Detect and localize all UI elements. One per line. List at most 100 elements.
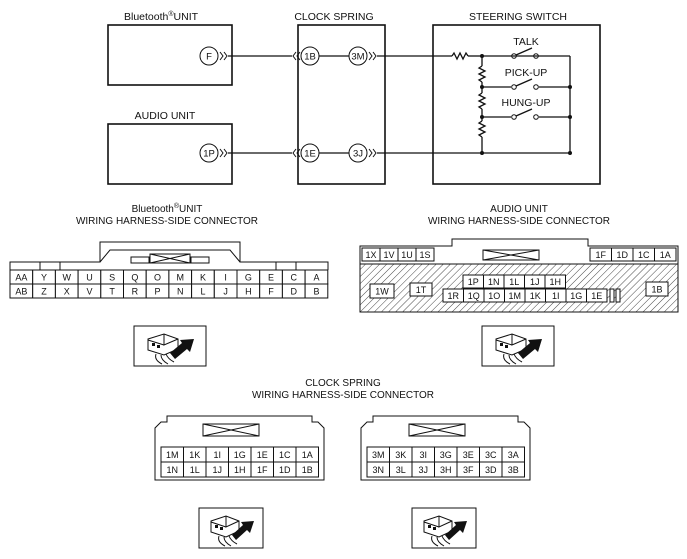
switch-pickup <box>515 78 533 87</box>
cs-pin-1b-cell <box>295 461 319 478</box>
bt-harness-icon <box>133 325 207 367</box>
au-pin-1j-label: 1J <box>530 277 540 287</box>
cs-connector-subtitle: WIRING HARNESS-SIDE CONNECTOR <box>252 390 434 401</box>
cs-left-harness-icon <box>198 507 264 549</box>
cs-pin-3e-label: 3E <box>463 450 474 460</box>
au-connector-subtitle: WIRING HARNESS-SIDE CONNECTOR <box>428 216 610 227</box>
au-pin-1s-label: 1S <box>419 250 430 260</box>
bt-pin-i-label: I <box>224 272 227 282</box>
terminal-1p <box>199 143 219 163</box>
au-harness-icon <box>481 325 555 367</box>
bt-pin-c-label: C <box>291 272 298 282</box>
switch-talk <box>515 47 533 56</box>
au-pin-1u-label: 1U <box>401 250 413 260</box>
bt-pin-q-label: Q <box>131 272 138 282</box>
switch-pickup-label: PICK-UP <box>505 67 548 79</box>
bt-pin-z-label: Z <box>41 286 47 296</box>
switch-hungup-label: HUNG-UP <box>502 97 551 109</box>
au-pin-1e-label: 1E <box>591 291 602 301</box>
cs-pin-1g-label: 1G <box>234 450 246 460</box>
terminal-3j <box>348 143 368 163</box>
cs-pin-1e-label: 1E <box>257 450 268 460</box>
au-blank-slot <box>609 288 615 303</box>
cs-pin-3c-label: 3C <box>485 450 497 460</box>
clock-spring-box <box>297 24 386 185</box>
au-pin-1b-cell <box>645 281 669 297</box>
au-pin-1p-label: 1P <box>468 277 479 287</box>
bt-pin-w-label: W <box>63 272 72 282</box>
steering-switch-label: STEERING SWITCH <box>469 11 567 23</box>
clock-spring-label: CLOCK SPRING <box>294 11 373 23</box>
bt-pin-r-label: R <box>132 286 139 296</box>
bt-pin-k-label: K <box>200 272 206 282</box>
cs-pin-1k-label: 1K <box>189 450 200 460</box>
cs-pin-1b-label: 1B <box>302 465 313 475</box>
au-pin-1h-label: 1H <box>549 277 561 287</box>
cs-pin-3a-label: 3A <box>508 450 519 460</box>
cs-pin-1c-label: 1C <box>279 450 291 460</box>
au-pin-1h-cell <box>544 274 566 289</box>
bt-pin-a-label: A <box>313 272 319 282</box>
bt-pin-n-label: N <box>177 286 184 296</box>
bt-connector-title: Bluetooth®UNIT <box>132 202 203 215</box>
cs-pin-3g-label: 3G <box>440 450 452 460</box>
au-pin-1g-label: 1G <box>570 291 582 301</box>
cs-pin-3b-label: 3B <box>508 465 519 475</box>
cs-pin-1l-label: 1L <box>190 465 200 475</box>
au-pin-1v-label: 1V <box>383 250 394 260</box>
bt-pin-e-label: E <box>268 272 274 282</box>
au-pin-1n-label: 1N <box>488 277 500 287</box>
au-pin-1w-cell <box>369 283 395 299</box>
cs-right-harness-icon <box>411 507 477 549</box>
steering-switch-circuit: TALK PICK-UP HUNG-UP <box>477 36 572 155</box>
bt-pin-y-label: Y <box>41 272 47 282</box>
terminal-f-label: F <box>206 52 212 63</box>
cs-pin-1d-label: 1D <box>279 465 291 475</box>
terminal-3j-label: 3J <box>353 149 363 160</box>
bt-pin-j-label: J <box>223 286 228 296</box>
cs-pin-3n-label: 3N <box>372 465 384 475</box>
steering-switch-box <box>432 24 601 185</box>
au-pin-1t-label: 1T <box>416 285 427 295</box>
au-pin-1e-cell <box>586 288 608 303</box>
cs-pin-3b-cell <box>501 461 525 478</box>
terminal-f <box>199 46 219 66</box>
bt-pin-v-label: V <box>86 286 92 296</box>
au-pin-1a-label: 1A <box>660 250 671 260</box>
cs-pin-3f-label: 3F <box>463 465 474 475</box>
bt-pin-f-label: F <box>268 286 274 296</box>
au-pin-1x-label: 1X <box>365 250 376 260</box>
terminal-1e-label: 1E <box>304 149 316 160</box>
bt-pin-p-label: P <box>155 286 161 296</box>
au-pin-1f-label: 1F <box>595 250 606 260</box>
cs-pin-3l-label: 3L <box>396 465 406 475</box>
au-pin-1b-label: 1B <box>651 284 662 294</box>
bt-pin-t-label: T <box>109 286 115 296</box>
bt-pin-d-label: D <box>291 286 298 296</box>
au-pin-1l-label: 1L <box>509 277 519 287</box>
cs-pin-1i-label: 1I <box>213 450 221 460</box>
audio-unit-label: AUDIO UNIT <box>135 110 196 122</box>
upper-wire: F 1B 3M <box>199 46 482 66</box>
au-pin-1i-label: 1I <box>552 291 560 301</box>
bt-pin-g-label: G <box>245 272 252 282</box>
bt-pin-s-label: S <box>109 272 115 282</box>
lower-wire: 1P 1E 3J <box>199 143 570 163</box>
bt-pin-o-label: O <box>154 272 161 282</box>
au-connector-title: AUDIO UNIT <box>490 204 548 215</box>
cs-pin-1f-label: 1F <box>257 465 268 475</box>
bt-pin-x-label: X <box>64 286 70 296</box>
au-pin-1m-label: 1M <box>508 291 521 301</box>
bt-pin-b-cell <box>304 283 329 299</box>
switch-talk-label: TALK <box>513 36 538 48</box>
au-pin-1s-cell <box>415 247 435 262</box>
bt-pin-u-label: U <box>86 272 93 282</box>
au-pin-1w-label: 1W <box>375 286 389 296</box>
cs-pin-3d-label: 3D <box>485 465 497 475</box>
terminal-3m-label: 3M <box>351 52 364 63</box>
audio-unit-box <box>107 123 233 185</box>
